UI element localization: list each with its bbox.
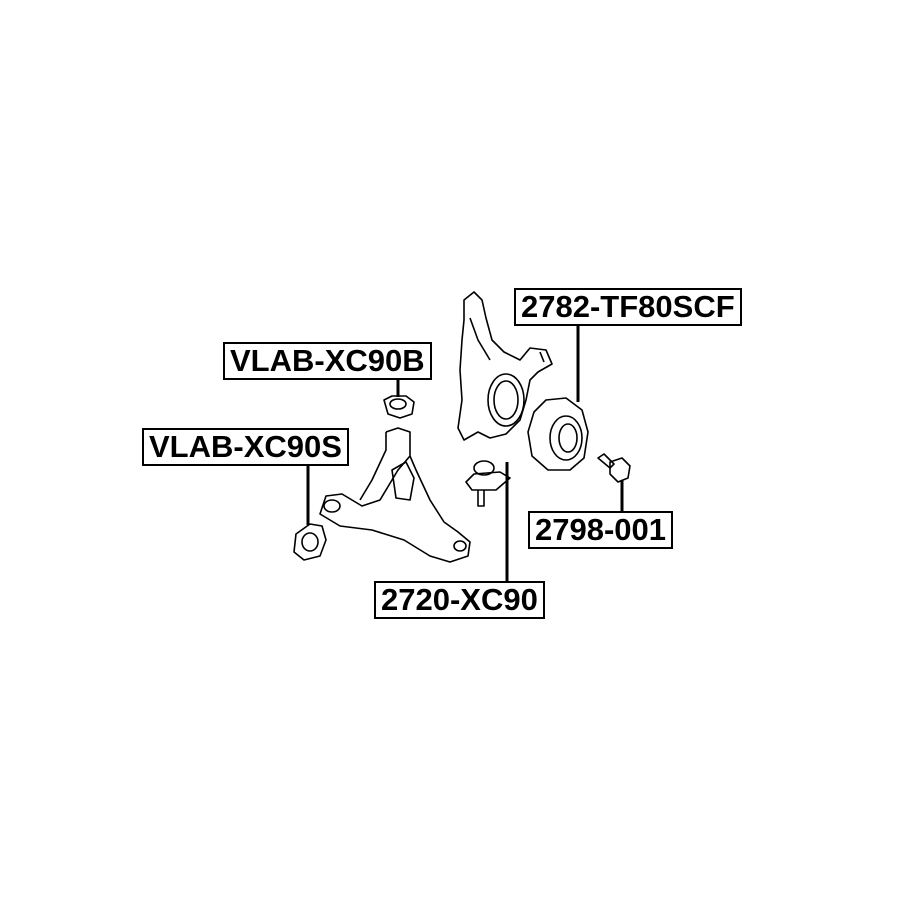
wheel-bolt bbox=[597, 453, 631, 483]
label-hub-bearing: 2782-TF80SCF bbox=[514, 288, 742, 326]
leader-lines bbox=[306, 324, 624, 582]
steering-knuckle bbox=[457, 291, 553, 441]
label-bolt: 2798-001 bbox=[528, 511, 674, 549]
lower-control-arm bbox=[319, 427, 471, 563]
bushing-b bbox=[383, 395, 415, 419]
label-bushing-b: VLAB-XC90B bbox=[223, 342, 432, 380]
wheel-hub bbox=[527, 397, 589, 471]
ball-joint bbox=[465, 460, 511, 507]
bushing-s bbox=[293, 523, 327, 561]
label-bushing-s: VLAB-XC90S bbox=[142, 428, 349, 466]
label-ball-joint: 2720-XC90 bbox=[374, 581, 545, 619]
